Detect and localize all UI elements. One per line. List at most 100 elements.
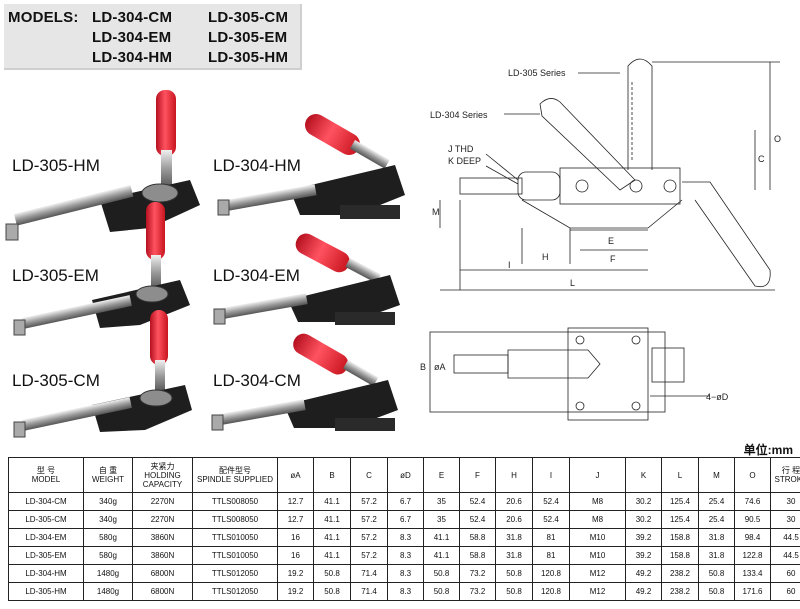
model-ld-304-cm: LD-304-CM xyxy=(92,9,173,26)
table-cell: 44.5 xyxy=(770,546,800,565)
table-cell: 238.2 xyxy=(661,564,699,583)
table-cell: 20.6 xyxy=(495,492,533,511)
table-header-cell: J xyxy=(569,457,626,493)
label-j-thd: J THD xyxy=(448,144,474,154)
unit-label: 单位:mm xyxy=(743,443,793,457)
table-cell: 57.2 xyxy=(350,510,388,529)
table-cell: 20.6 xyxy=(495,510,533,529)
table-cell: LD-304-HM xyxy=(8,564,84,583)
dim-h: H xyxy=(542,252,549,262)
table-cell: 39.2 xyxy=(625,546,662,565)
table-cell: 30 xyxy=(770,492,800,511)
table-header-cell: B xyxy=(313,457,351,493)
table-cell: TTLS010050 xyxy=(192,528,278,547)
table-header-cell: 行 程STROKE xyxy=(770,457,800,493)
table-cell: 31.8 xyxy=(495,528,533,547)
table-header-cell: L xyxy=(661,457,699,493)
table-cell: 81 xyxy=(532,528,570,547)
photo-label-ld-305-hm: LD-305-HM xyxy=(12,156,100,175)
table-header-cell: O xyxy=(734,457,771,493)
table-cell: 120.8 xyxy=(532,582,570,601)
table-cell: 50.8 xyxy=(313,582,351,601)
table-cell: 1480g xyxy=(83,582,133,601)
table-header-cell: E xyxy=(423,457,460,493)
header-en-label: O xyxy=(749,470,756,480)
label-k-deep: K DEEP xyxy=(448,156,481,166)
table-cell: LD-305-HM xyxy=(8,582,84,601)
table-cell: 6800N xyxy=(132,564,193,583)
table-cell: LD-305-CM xyxy=(8,510,84,529)
header-cn-label: 自 重 xyxy=(98,466,118,475)
table-cell: 73.2 xyxy=(459,564,496,583)
table-cell: 50.8 xyxy=(495,564,533,583)
clamp-photos xyxy=(5,90,405,438)
models-label: MODELS: xyxy=(8,9,79,26)
dim-c: C xyxy=(758,154,765,164)
table-cell: 74.6 xyxy=(734,492,771,511)
table-cell: 50.8 xyxy=(423,564,460,583)
table-cell: 49.2 xyxy=(625,582,662,601)
table-cell: 16 xyxy=(277,528,314,547)
table-cell: 12.7 xyxy=(277,492,314,511)
clamp-ld-304-cm xyxy=(211,333,398,431)
table-cell: 52.4 xyxy=(459,492,496,511)
clamp-ld-305-hm xyxy=(5,90,200,241)
table-cell: 6.7 xyxy=(387,510,424,529)
table-cell: 71.4 xyxy=(350,582,388,601)
header-en-label: H xyxy=(511,470,517,480)
dim-a: øA xyxy=(434,362,446,372)
table-cell: 60 xyxy=(770,582,800,601)
model-ld-304-em: LD-304-EM xyxy=(92,29,172,46)
table-cell: 44.5 xyxy=(770,528,800,547)
photo-label-ld-304-cm: LD-304-CM xyxy=(213,371,301,390)
table-cell: 58.8 xyxy=(459,546,496,565)
table-cell: 8.3 xyxy=(387,564,424,583)
header-cn-label: 行 程 xyxy=(781,466,800,475)
table-cell: 171.6 xyxy=(734,582,771,601)
table-header-cell: C xyxy=(350,457,388,493)
table-cell: 158.8 xyxy=(661,528,699,547)
header-en-label: øD xyxy=(400,470,411,480)
table-cell: 16 xyxy=(277,546,314,565)
table-cell: 12.7 xyxy=(277,510,314,529)
table-cell: TTLS010050 xyxy=(192,546,278,565)
table-cell: 1480g xyxy=(83,564,133,583)
table-cell: 30.2 xyxy=(625,510,662,529)
header-cn-label: 型 号 xyxy=(36,466,56,475)
table-cell: 41.1 xyxy=(313,528,351,547)
model-ld-305-em: LD-305-EM xyxy=(208,29,288,46)
table-cell: TTLS012050 xyxy=(192,582,278,601)
table-cell: 41.1 xyxy=(423,546,460,565)
table-cell: 19.2 xyxy=(277,564,314,583)
clamp-ld-305-cm xyxy=(13,310,192,438)
table-cell: 25.4 xyxy=(698,492,735,511)
table-cell: M12 xyxy=(569,582,626,601)
header-en-label: SPINDLE SUPPLIED xyxy=(196,475,274,484)
table-header-cell: øD xyxy=(387,457,424,493)
table-cell: 238.2 xyxy=(661,582,699,601)
table-cell: 41.1 xyxy=(313,510,351,529)
header-en-label: I xyxy=(549,470,553,480)
table-cell: 340g xyxy=(83,492,133,511)
table-header-cell: F xyxy=(459,457,496,493)
table-cell: 30.2 xyxy=(625,492,662,511)
dim-e: E xyxy=(608,236,614,246)
table-cell: LD-304-CM xyxy=(8,492,84,511)
table-cell: 50.8 xyxy=(698,582,735,601)
table-header-cell: H xyxy=(495,457,533,493)
table-cell: 90.5 xyxy=(734,510,771,529)
dim-b: B xyxy=(420,362,426,372)
header-en-label: K xyxy=(640,470,647,480)
table-cell: 41.1 xyxy=(313,492,351,511)
label-ld-305-series: LD-305 Series xyxy=(508,68,566,78)
header-en-label: M xyxy=(713,470,720,480)
table-cell: 133.4 xyxy=(734,564,771,583)
table-cell: 50.8 xyxy=(698,564,735,583)
table-cell: 340g xyxy=(83,510,133,529)
table-cell: M8 xyxy=(569,492,626,511)
